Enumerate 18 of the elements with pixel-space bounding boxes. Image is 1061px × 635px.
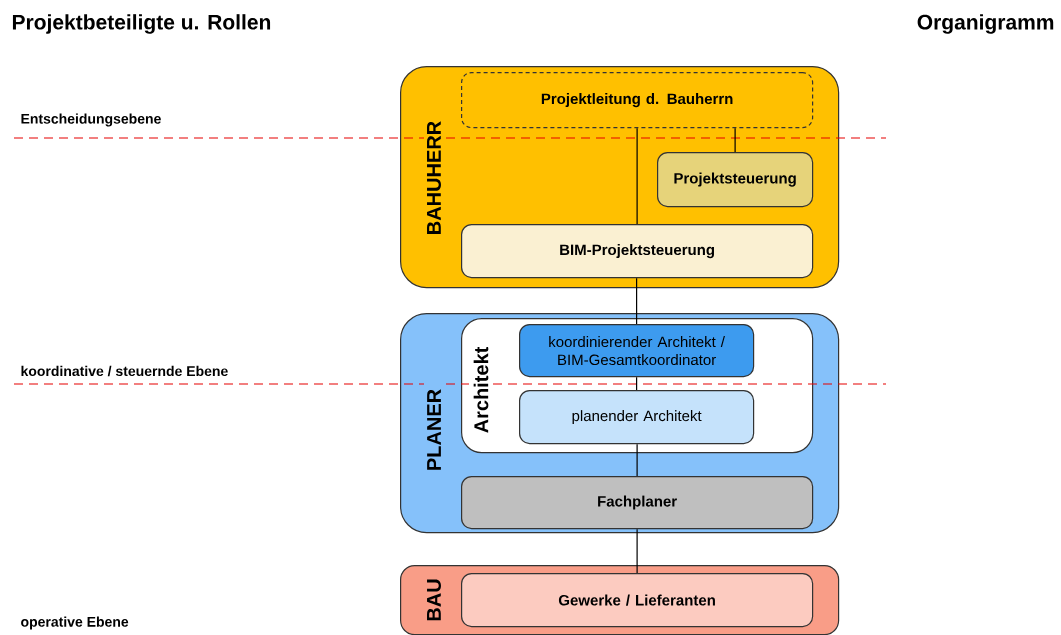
- connector-line: [636, 376, 638, 391]
- level-label: koordinative / steuernde Ebene: [21, 365, 228, 377]
- connector-line: [636, 127, 638, 225]
- level-label: Entscheidungsebene: [21, 113, 161, 127]
- role-box: Projektsteuerung: [657, 152, 814, 208]
- role-box: Fachplaner: [461, 476, 814, 530]
- role-box: BIM-Projektsteuerung: [461, 224, 814, 279]
- level-label: operative Ebene: [21, 616, 129, 630]
- title: Organigramm: [917, 14, 1054, 34]
- role-box: koordinierender Architekt / BIM-Gesamtkoordinator: [519, 324, 755, 378]
- connector-line: [636, 528, 638, 574]
- connector-line: [636, 443, 638, 477]
- connector-line: [636, 277, 638, 325]
- connector-line: [734, 127, 736, 153]
- role-box: Gewerke / Lieferanten: [461, 573, 814, 628]
- title: Projektbeteiligte u. Rollen: [12, 14, 271, 34]
- role-box: planender Architekt: [519, 390, 755, 445]
- role-box: Projektleitung d. Bauherrn: [461, 72, 814, 129]
